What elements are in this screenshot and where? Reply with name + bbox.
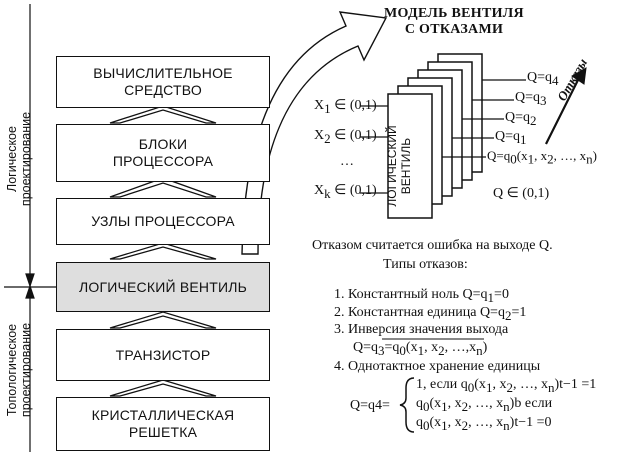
box-line: СРЕДСТВО (124, 82, 202, 98)
gate-label-line: ВЕНТИЛЬ (399, 137, 413, 195)
notes-line2: Типы отказов: (383, 257, 468, 272)
input-ellipsis: … (340, 154, 354, 169)
side-label-line: Логическое (5, 126, 19, 192)
label-topology-design: Топологическое проектирование (5, 310, 35, 430)
input-lines (360, 105, 388, 194)
model-title: МОДЕЛЬ ВЕНТИЛЯ С ОТКАЗАМИ (364, 6, 544, 38)
label-logic-design: Логическое проектирование (5, 99, 35, 219)
gate-label-line: ЛОГИЧЕСКИЙ (385, 125, 399, 207)
case-3: q0(x1, x2, …, xn)t−1 =0 (416, 415, 552, 433)
gate-stack (387, 53, 483, 219)
box-line: ТРАНЗИСТОР (115, 346, 211, 363)
output-q2: Q=q2 (505, 110, 537, 128)
fault-item-4: 4. Однотактное хранение единицы (334, 359, 541, 374)
cases-brace (399, 377, 415, 433)
input-x2: X2 ∈ (0,1) (314, 128, 377, 146)
output-q0: Q=q0(x1, x2, …, xn) (487, 148, 597, 167)
notes-line1: Отказом считается ошибка на выходе Q. (312, 238, 553, 253)
side-label-line: проектирование (19, 111, 33, 207)
output-q4: Q=q4 (527, 70, 559, 88)
case-2: q0(x1, x2, …, xn)b если (416, 396, 553, 414)
output-q1: Q=q1 (495, 129, 527, 147)
case-1: 1, если q0(x1, x2, …, xn)t−1 =1 (416, 377, 597, 395)
fault-item-3: 3. Инверсия значения выхода (334, 322, 509, 337)
output-q3: Q=q3 (515, 90, 547, 108)
q-range: Q ∈ (0,1) (493, 186, 550, 201)
box-line: ПРОЦЕССОРА (112, 153, 214, 169)
up-arrow (109, 379, 217, 397)
box-line: УЗЛЫ ПРОЦЕССОРА (91, 213, 235, 229)
box-line: ВЫЧИСЛИТЕЛЬНОЕ (93, 65, 233, 81)
side-label-line: проектирование (19, 322, 33, 418)
q4-lhs: Q=q4= (350, 398, 390, 413)
input-x1: X1 ∈ (0,1) (314, 98, 377, 116)
input-xk: Xk ∈ (0,1) (314, 183, 377, 201)
model-title-line: С ОТКАЗАМИ (404, 22, 504, 37)
faults-arrow (545, 67, 587, 145)
box-line: РЕШЕТКА (128, 424, 198, 440)
up-arrow (109, 105, 217, 124)
model-title-line: МОДЕЛЬ ВЕНТИЛЯ (384, 6, 524, 21)
up-arrow (109, 311, 217, 329)
up-arrow (109, 242, 217, 260)
box-transistor: ТРАНЗИСТОР (56, 329, 270, 381)
box-line: КРИСТАЛЛИЧЕСКАЯ (91, 407, 235, 423)
box-logic-gate: ЛОГИЧЕСКИЙ ВЕНТИЛЬ (56, 262, 270, 312)
fault-item-1: 1. Константный ноль Q=q1=0 (334, 287, 509, 305)
design-axis (4, 4, 56, 452)
box-line: БЛОКИ (138, 136, 188, 152)
box-line: ЛОГИЧЕСКИЙ ВЕНТИЛЬ (78, 278, 248, 295)
box-processor-nodes: УЗЛЫ ПРОЦЕССОРА (56, 198, 270, 245)
inversion-expression: Q=q3=q0(x1, x2, …,xn) (353, 340, 488, 358)
fault-item-2: 2. Константная единица Q=q2=1 (334, 305, 527, 323)
side-label-line: Топологическое (5, 323, 19, 417)
output-lines (442, 79, 526, 158)
